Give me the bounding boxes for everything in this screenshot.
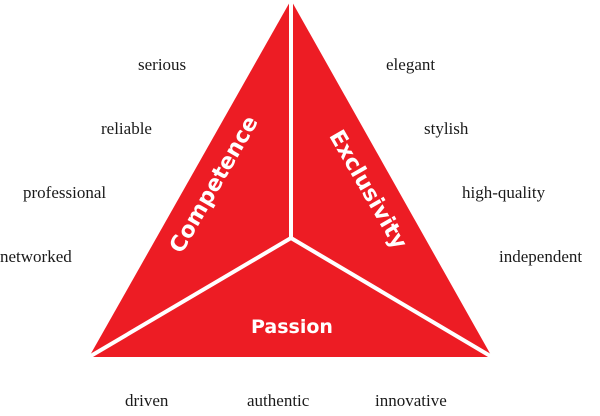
attribute-high-quality: high-quality [462, 183, 546, 202]
attribute-professional: professional [23, 183, 107, 202]
attribute-innovative: innovative [375, 391, 447, 410]
attribute-authentic: authentic [247, 391, 310, 410]
divider-right [289, 236, 494, 359]
attribute-stylish: stylish [424, 119, 469, 138]
attribute-elegant: elegant [386, 55, 436, 74]
attribute-networked: networked [0, 247, 72, 266]
attribute-reliable: reliable [101, 119, 152, 138]
attribute-serious: serious [138, 55, 187, 74]
attribute-independent: independent [499, 247, 583, 266]
divider-left [87, 236, 293, 359]
attribute-driven: driven [125, 391, 169, 410]
segment-label-passion: Passion [251, 316, 333, 338]
